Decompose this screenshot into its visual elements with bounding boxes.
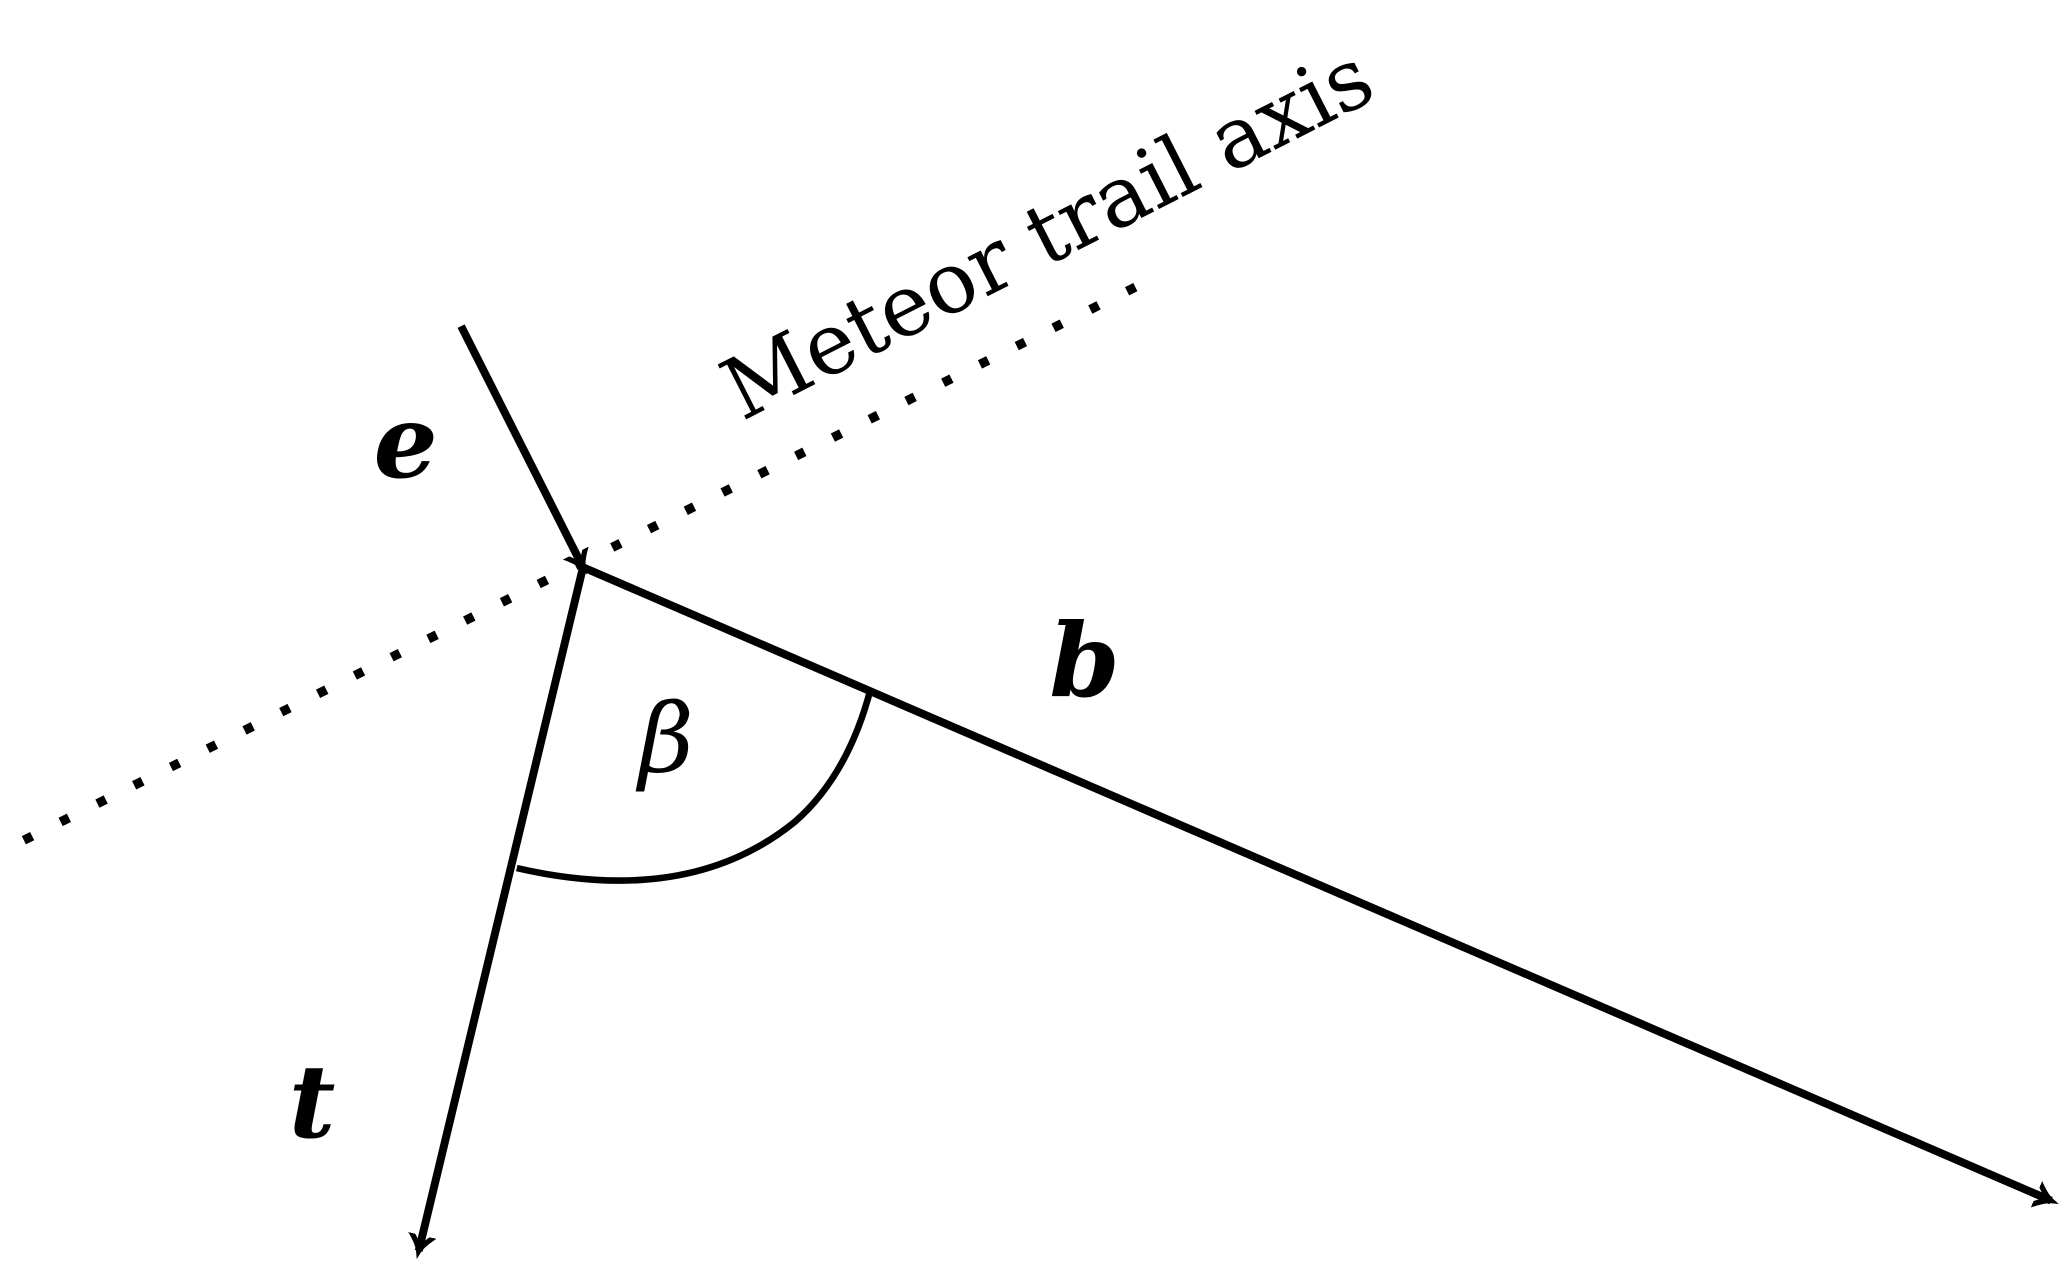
vector-t-arrow [419, 566, 587, 1251]
vector-e-label: e [374, 382, 438, 501]
vector-b-label: b [1049, 601, 1119, 720]
vector-t-label: t [289, 1042, 336, 1161]
angle-beta-label: β [636, 683, 694, 794]
vector-b-arrow [581, 563, 2051, 1200]
meteor-trail-axis-label: Meteor trail axis [706, 26, 1388, 439]
angle-beta-arc [516, 688, 874, 884]
vector-e-arrow [457, 324, 583, 567]
